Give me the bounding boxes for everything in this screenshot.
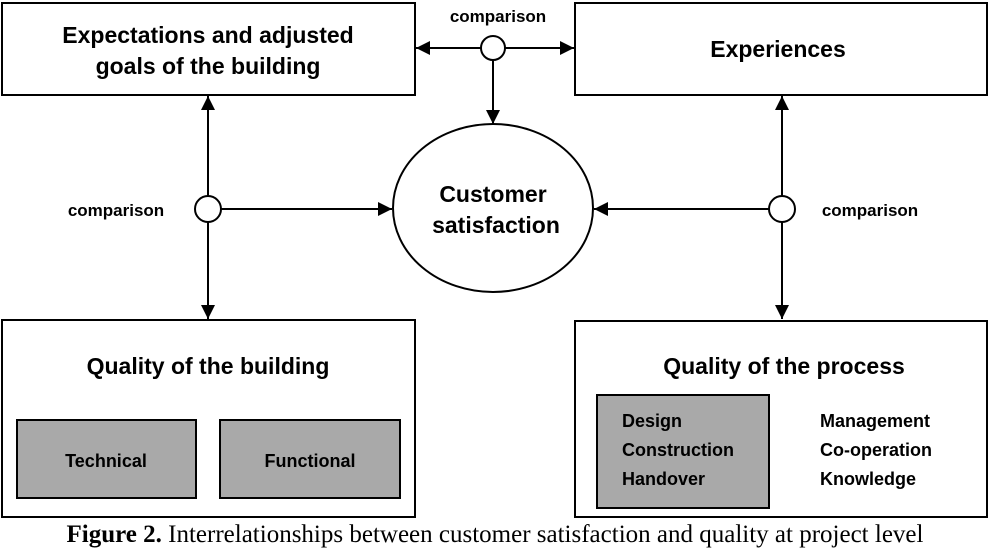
customer-satisfaction-line-2: satisfaction: [432, 212, 560, 238]
factor-co-operation: Co-operation: [820, 440, 932, 460]
functional-label: Functional: [265, 451, 356, 471]
comparison-label-left: comparison: [68, 201, 164, 220]
customer-satisfaction-line-1: Customer: [439, 181, 546, 207]
experiences-box: Experiences: [574, 2, 988, 96]
comparison-node-top: [480, 35, 506, 61]
technical-label: Technical: [65, 451, 147, 471]
factor-management: Management: [820, 411, 930, 431]
comparison-node-right: [768, 195, 796, 223]
factor-knowledge: Knowledge: [820, 469, 916, 489]
experiences-label: Experiences: [710, 36, 846, 62]
expectations-line-2: goals of the building: [96, 53, 321, 79]
quality-process-box: Quality of the process Design Constructi…: [574, 320, 988, 518]
figure-caption-text: Interrelationships between customer sati…: [161, 521, 924, 548]
comparison-label-right: comparison: [822, 201, 918, 220]
quality-process-title: Quality of the process: [663, 353, 905, 379]
customer-satisfaction-node: Customer satisfaction: [392, 123, 594, 293]
functional-box: Functional: [219, 419, 401, 499]
comparison-node-left: [194, 195, 222, 223]
phase-design: Design: [622, 411, 682, 431]
expectations-line-1: Expectations and adjusted: [62, 22, 353, 48]
phase-handover: Handover: [622, 469, 705, 489]
figure-caption-label: Figure 2.: [66, 521, 162, 548]
phase-construction: Construction: [622, 440, 734, 460]
technical-box: Technical: [16, 419, 197, 499]
quality-building-title: Quality of the building: [87, 353, 330, 379]
expectations-box: Expectations and adjusted goals of the b…: [1, 2, 416, 96]
comparison-label-top: comparison: [450, 7, 546, 26]
process-phases-box: Design Construction Handover: [596, 394, 770, 509]
figure-caption: Figure 2. Interrelationships between cus…: [0, 520, 990, 550]
quality-building-box: Quality of the building Technical Functi…: [1, 319, 416, 518]
